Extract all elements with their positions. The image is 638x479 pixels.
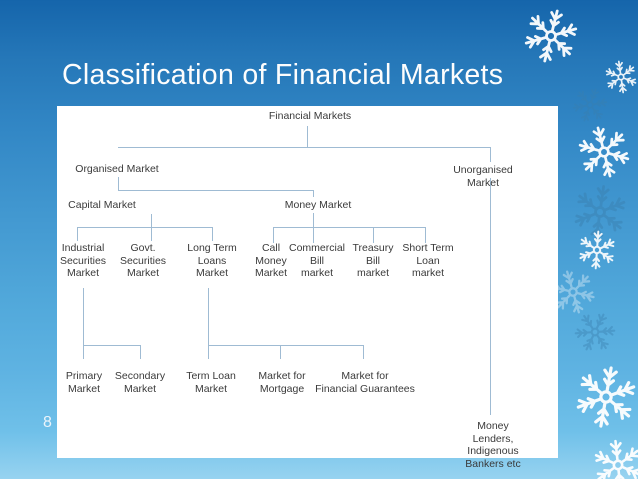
connector-line — [313, 213, 314, 243]
snowflake-icon — [519, 3, 583, 69]
node-call-money-market: Call Money Market — [254, 242, 288, 279]
node-long-term-loans-market: Long Term Loans Market — [187, 242, 237, 279]
connector-line — [490, 147, 491, 162]
connector-line — [490, 178, 491, 415]
snowflake-icon — [591, 437, 638, 479]
connector-line — [208, 345, 363, 346]
snowflake-icon — [603, 58, 638, 96]
snowflake-icon — [571, 361, 638, 433]
connector-line — [273, 227, 274, 243]
connector-line — [151, 227, 152, 241]
connector-line — [280, 345, 281, 359]
node-money-market: Money Market — [284, 199, 352, 211]
node-market-for-financial-guarantees: Market for Financial Guarantees — [315, 370, 415, 395]
node-term-loan-market: Term Loan Market — [186, 370, 236, 395]
snowflake-icon — [568, 305, 622, 359]
connector-line — [77, 227, 78, 241]
node-unorganised-market: Unorganised Market — [453, 164, 513, 189]
snowflake-icon — [568, 83, 612, 127]
snowflake-icon — [570, 181, 630, 243]
connector-line — [313, 190, 314, 197]
connector-line — [307, 126, 308, 147]
connector-line — [118, 190, 313, 191]
connector-line — [151, 214, 152, 227]
snowflake-icon — [577, 229, 617, 271]
connector-line — [363, 345, 364, 359]
connector-line — [140, 345, 141, 359]
diagram-panel: Financial Markets Organised Market Unorg… — [57, 106, 558, 470]
node-primary-market: Primary Market — [65, 370, 103, 395]
node-capital-market: Capital Market — [68, 199, 136, 211]
connector-line — [273, 227, 425, 228]
connector-line — [77, 227, 212, 228]
snowflake-icon — [573, 120, 635, 184]
connector-line — [208, 345, 209, 359]
connector-line — [373, 227, 374, 243]
connector-line — [83, 345, 140, 346]
connector-line — [212, 227, 213, 241]
node-short-term-loan-market: Short Term Loan market — [402, 242, 454, 279]
connector-line — [83, 345, 84, 359]
node-commercial-bill-market: Commercial Bill market — [288, 242, 346, 279]
node-financial-markets: Financial Markets — [268, 110, 352, 122]
slide-title: Classification of Financial Markets — [62, 59, 504, 91]
node-money-lenders: Money Lenders, Indigenous Bankers etc — [465, 420, 521, 470]
connector-line — [118, 147, 490, 148]
node-industrial-securities-market: Industrial Securities Market — [59, 242, 107, 279]
connector-line — [425, 227, 426, 243]
page-number: 8 — [43, 414, 52, 431]
node-organised-market: Organised Market — [75, 163, 159, 175]
connector-line — [208, 288, 209, 345]
connector-line — [83, 288, 84, 345]
node-secondary-market: Secondary Market — [114, 370, 166, 395]
node-govt-securities-market: Govt. Securities Market — [119, 242, 167, 279]
node-market-for-mortgage: Market for Mortgage — [258, 370, 306, 395]
node-treasury-bill-market: Treasury Bill market — [352, 242, 394, 279]
connector-line — [118, 177, 119, 190]
